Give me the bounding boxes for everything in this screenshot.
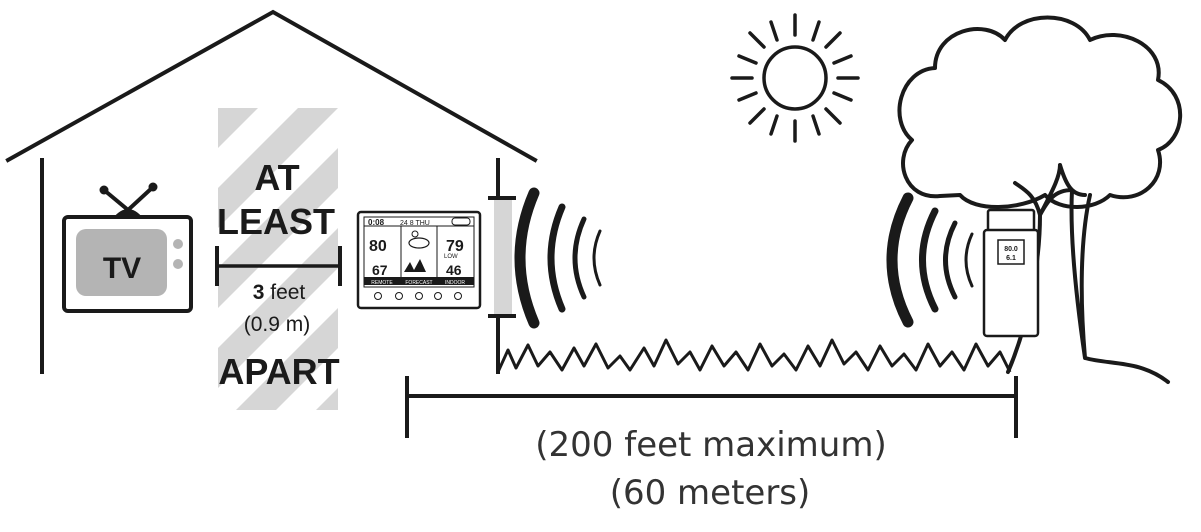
separation-distance: 3 feet (253, 281, 306, 304)
tree-canopy (897, 15, 1183, 209)
separation-line-apart: APART (218, 351, 339, 392)
signal-waves-sensor (886, 192, 974, 328)
grass-line (496, 338, 1012, 373)
tv-antenna-left (102, 188, 130, 212)
separation-metric: (0.9 m) (244, 313, 311, 336)
station-tab-right: INDOOR (445, 280, 465, 286)
tv-screen (76, 229, 167, 296)
tv-label: TV (103, 252, 141, 285)
tree (897, 15, 1183, 384)
house-window (488, 196, 516, 318)
svg-text:24 8 THU: 24 8 THU (400, 220, 430, 227)
station-time: 0:08 (368, 218, 385, 227)
range-feet-label: (200 feet maximum) (535, 425, 887, 465)
station-outdoor-low: 46 (446, 262, 462, 278)
station-tab-left: REMOTE (371, 280, 393, 286)
tv-knob (173, 259, 183, 269)
tv-antenna-right (126, 185, 155, 212)
separation-line-at: AT (254, 157, 299, 198)
tree-trunk (1006, 163, 1170, 384)
station-outdoor-temp: 79 (446, 238, 464, 255)
sensor-readout-bottom: 6.1 (1006, 255, 1016, 262)
house-outline (5, 9, 538, 374)
separation-hatch (218, 108, 338, 410)
signal-waves-house (514, 187, 602, 329)
station-indoor-low: 67 (372, 262, 388, 278)
tv-knob (173, 239, 183, 249)
station-buttons (374, 292, 462, 300)
range-meters-label: (60 meters) (610, 473, 811, 513)
weather-station: 0:08 24 8 THU 80 67 79 LOW 46 REMOTE FOR… (356, 210, 482, 310)
separation-annotation: AT LEAST 3 feet (0.9 m) APART (215, 157, 342, 392)
station-low-label: LOW (444, 254, 458, 260)
station-indoor-temp: 80 (369, 238, 387, 255)
outdoor-sensor: 80.0 6.1 (982, 208, 1040, 338)
separation-line-least: LEAST (217, 201, 335, 242)
range-dimension (405, 376, 1018, 438)
forecast-cloud (408, 237, 430, 249)
station-tab-mid: FORECAST (405, 280, 432, 286)
sensor-readout-top: 80.0 (1004, 246, 1018, 253)
sun-icon (730, 13, 860, 143)
tv: TV (62, 182, 193, 313)
